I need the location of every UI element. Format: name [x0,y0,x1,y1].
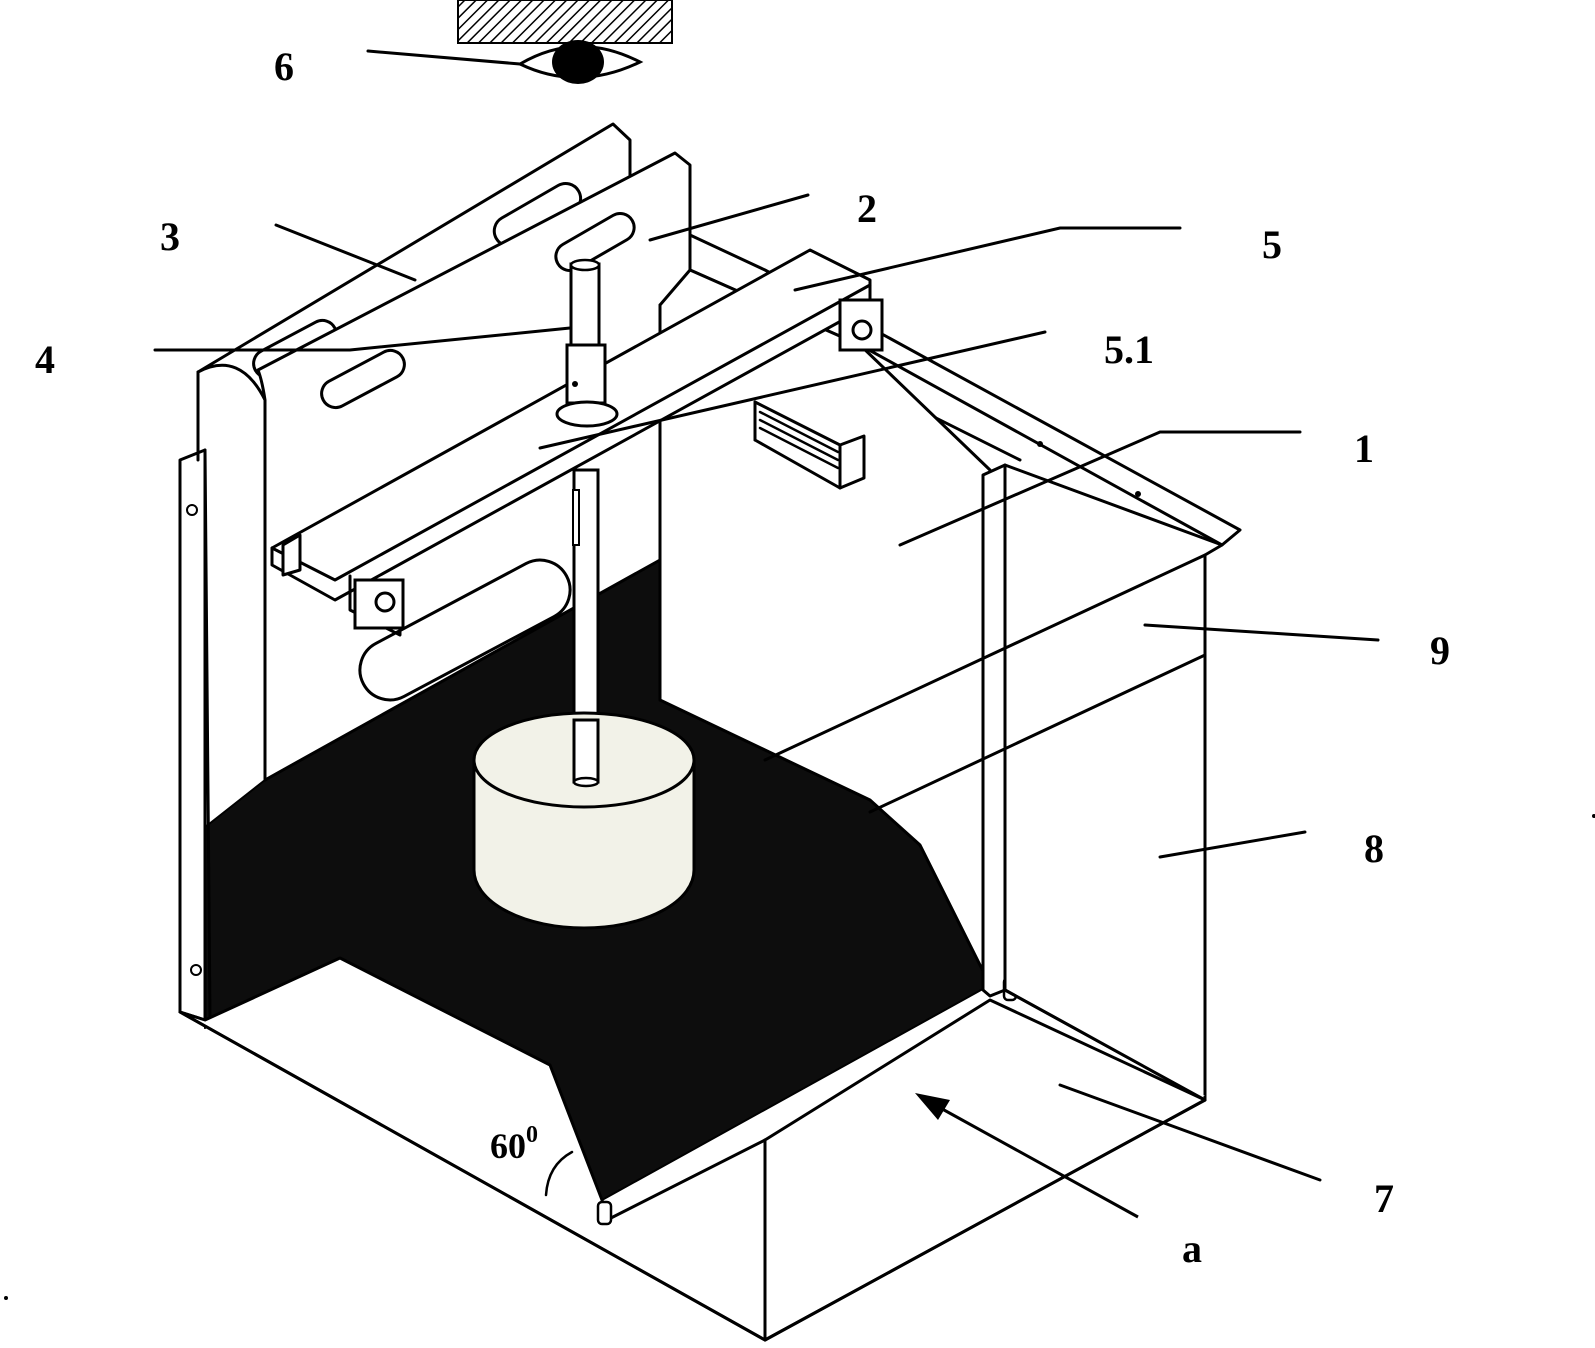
stray-dot-1 [1592,814,1595,818]
leader-1 [898,430,1302,547]
stray-dot-2 [4,1296,8,1300]
left-rivet-2 [190,964,202,976]
slot-2-bottom [320,348,406,410]
leader-5 [793,226,1182,292]
beam-end-tab [281,533,302,577]
label-5: 5 [1262,222,1282,267]
side-panel-9-band [763,553,1207,814]
beam-bolt-right [851,319,873,341]
view-arrow-head [915,1093,950,1120]
angle-arc [544,1150,574,1197]
label-5-1: 5.1 [1104,327,1154,372]
slot-2-top [554,212,636,272]
rod-4-screw [572,381,578,387]
rod-4-top [569,258,601,272]
connector-block-face [753,400,842,490]
leader-3 [274,223,417,282]
right-corner-post [981,463,1007,998]
angle-label: 600 [490,1122,538,1166]
eye-pupil [552,40,604,84]
leader-4 [153,326,572,352]
box-bottom-edge [178,1010,1207,1342]
label-6: 6 [274,44,294,89]
label-3: 3 [160,214,180,259]
left-frame-inner [203,448,212,1022]
rail-rivet-1 [1037,441,1043,447]
leader-6 [366,49,522,66]
connector-block-ridges [758,410,840,470]
label-2: 2 [857,186,877,231]
rod-bottom [572,776,600,788]
label-7: 7 [1374,1176,1394,1221]
observer-eye-icon [457,0,673,84]
angle-unit: 0 [526,1122,538,1148]
leader-5-1 [538,330,1047,450]
left-frame [178,448,207,1022]
side-panel-8 [1003,463,1224,1102]
rod-4-flange [555,400,619,428]
leader-8 [1158,830,1307,859]
rod-4-slot [572,489,580,546]
left-rivet-1 [186,504,198,516]
rod-into-cylinder [572,718,600,784]
rod-4-collar [565,343,607,405]
slot-lower [358,558,572,702]
label-1: 1 [1354,426,1374,471]
label-a: a [1182,1226,1202,1271]
leader-7 [1058,1083,1322,1182]
ceiling-hatch [457,0,673,44]
label-9: 9 [1430,628,1450,673]
rod-4-upper [569,262,601,348]
view-arrow-a [934,1103,1139,1219]
rail-rivet-2 [1135,491,1141,497]
front-foot [596,1200,613,1226]
label-4: 4 [35,337,55,382]
leader-9 [1143,623,1380,642]
leader-2 [648,193,810,242]
angle-value: 60 [490,1126,526,1166]
label-8: 8 [1364,826,1384,871]
beam-bolt-left [374,591,396,613]
